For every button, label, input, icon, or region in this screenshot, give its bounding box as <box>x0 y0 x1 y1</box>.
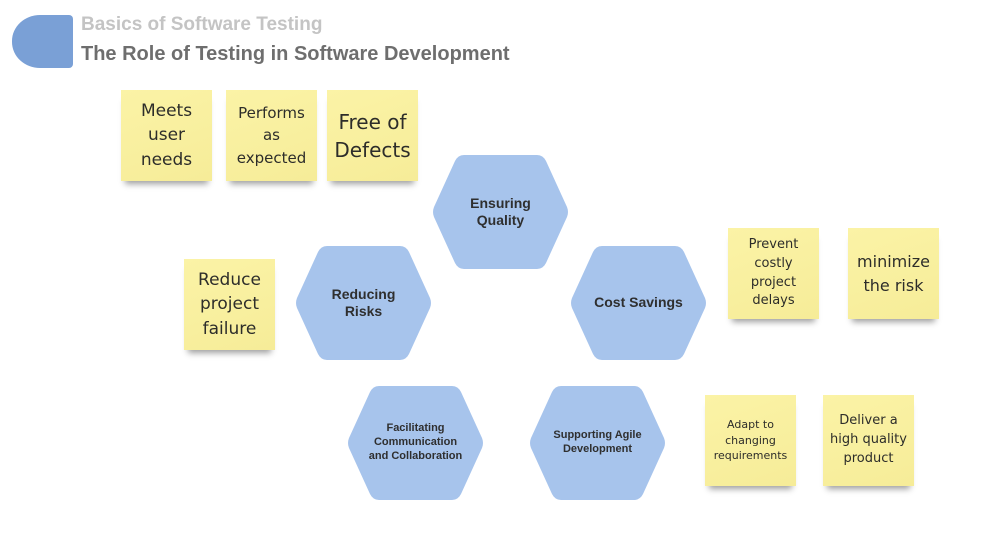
sticky-note-deliver-high-quality-product[interactable]: Deliver a high quality product <box>823 395 914 486</box>
hexagon-reducing-risks[interactable]: Reducing Risks <box>295 246 432 360</box>
sticky-note-performs-as-expected[interactable]: Performs as expected <box>226 90 317 181</box>
hexagon-facilitating-communication[interactable]: Facilitating Communication and Collabora… <box>347 386 484 500</box>
sticky-note-text: Prevent costly project delays <box>748 236 799 309</box>
sticky-note-text: Performs as expected <box>236 103 307 167</box>
hexagon-ensuring-quality[interactable]: Ensuring Quality <box>432 155 569 269</box>
hexagon-supporting-agile[interactable]: Supporting Agile Development <box>529 386 666 500</box>
sticky-note-text: Free of Defects <box>334 109 411 162</box>
hexagon-label: Cost Savings <box>594 294 683 311</box>
header-subtitle: Basics of Software Testing <box>81 14 323 35</box>
sticky-note-text: minimize the risk <box>857 252 930 295</box>
hexagon-label: Supporting Agile Development <box>553 429 642 455</box>
sticky-note-reduce-project-failure[interactable]: Reduce project failure <box>184 259 275 350</box>
sticky-note-prevent-costly-delays[interactable]: Prevent costly project delays <box>728 228 819 319</box>
sticky-note-minimize-the-risk[interactable]: minimize the risk <box>848 228 939 319</box>
hexagon-label: Ensuring Quality <box>470 194 531 229</box>
hexagon-label: Reducing Risks <box>331 285 396 320</box>
page-title: The Role of Testing in Software Developm… <box>81 43 510 65</box>
sticky-note-text: Reduce project failure <box>198 269 261 339</box>
sticky-note-text: Meets user needs <box>140 100 193 170</box>
hexagon-cost-savings[interactable]: Cost Savings <box>570 246 707 360</box>
sticky-note-text: Adapt to changing requirements <box>713 417 788 463</box>
sticky-note-meets-user-needs[interactable]: Meets user needs <box>121 90 212 181</box>
logo-badge <box>12 15 73 68</box>
sticky-note-free-of-defects[interactable]: Free of Defects <box>327 90 418 181</box>
sticky-note-adapt-to-changing-requirements[interactable]: Adapt to changing requirements <box>705 395 796 486</box>
sticky-note-text: Deliver a high quality product <box>830 413 907 466</box>
hexagon-label: Facilitating Communication and Collabora… <box>368 422 463 462</box>
